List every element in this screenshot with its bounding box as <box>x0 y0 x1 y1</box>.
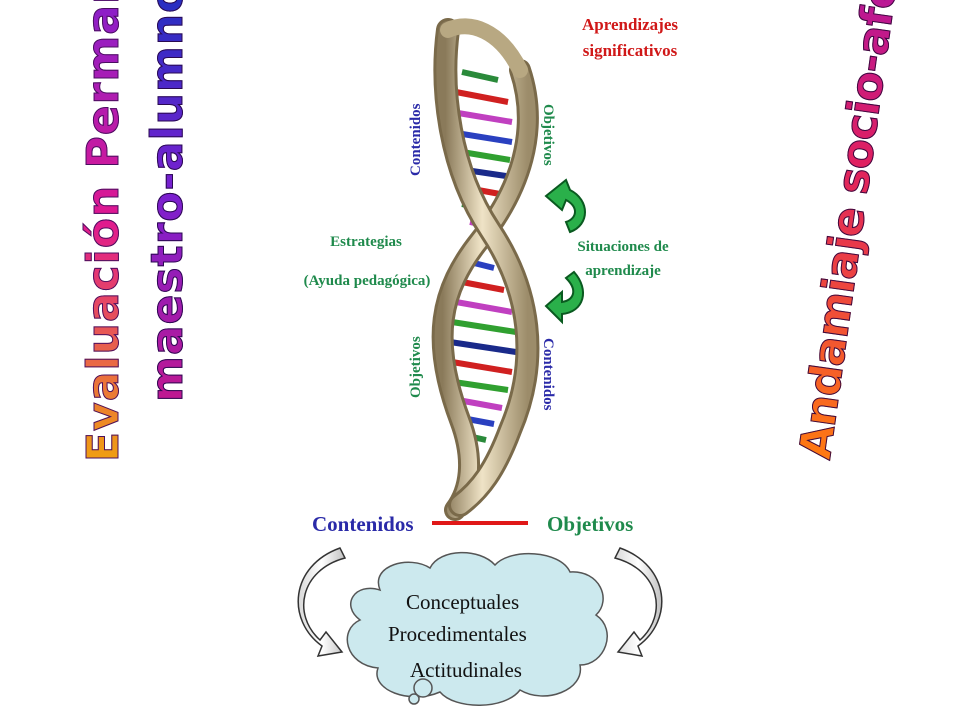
estrategias-subtitle: (Ayuda pedagógica) <box>303 273 431 289</box>
base-pair <box>461 279 505 293</box>
situaciones-line-1: Situaciones de <box>577 239 669 255</box>
base-pair <box>455 299 513 315</box>
label-objetivos-lower: Objetivos <box>408 336 424 398</box>
label-objetivos-upper: Objetivos <box>540 104 556 166</box>
base-pair <box>451 319 517 335</box>
label-contenidos-upper: Contenidos <box>408 103 424 176</box>
curved-arrow-right-icon <box>613 547 663 657</box>
title-line-1: Aprendizajes <box>581 15 678 34</box>
base-pair <box>461 69 499 83</box>
thought-cloud <box>346 551 608 706</box>
label-contenidos-lower: Contenidos <box>540 338 556 411</box>
situaciones-line-2: aprendizaje <box>585 263 661 279</box>
bottom-contenidos: Contenidos <box>312 512 414 536</box>
cloud-bubble <box>413 678 433 698</box>
cloud-shape <box>346 551 608 706</box>
wordart-maestro-text: maestro-alumno <box>142 0 194 403</box>
estrategias-title: Estrategias <box>330 234 402 250</box>
base-pair <box>451 109 513 125</box>
wordart-evaluacion: Evaluación Permanente <box>78 0 130 463</box>
base-pair <box>451 359 513 375</box>
base-pair <box>449 339 517 355</box>
green-arrows <box>544 178 586 325</box>
dna-strand-top <box>440 18 528 78</box>
cloud-bubble <box>408 693 420 705</box>
title-line-2: significativos <box>582 41 678 60</box>
dna-helix <box>431 18 540 521</box>
base-pair <box>453 379 509 393</box>
dna-strand-back-highlight <box>434 62 536 518</box>
cloud-item-conceptuales: Conceptuales <box>406 590 520 614</box>
base-pair <box>455 89 509 105</box>
side-arrows <box>297 547 663 657</box>
wordart-maestro: maestro-alumno <box>142 0 194 403</box>
bottom-objetivos: Objetivos <box>547 512 634 536</box>
title-aprendizajes: Aprendizajes significativos <box>540 12 720 64</box>
dna-strand-front-highlight <box>436 21 537 514</box>
curved-arrow-icon <box>544 178 586 234</box>
cloud-item-procedimentales: Procedimentales <box>388 622 527 646</box>
cloud-item-actitudinales: Actitudinales <box>410 658 522 682</box>
wordart-evaluacion-text: Evaluación Permanente <box>78 0 130 463</box>
situaciones-label: Situaciones de aprendizaje <box>548 235 698 283</box>
base-pair <box>457 397 503 411</box>
curved-arrow-icon <box>544 270 584 325</box>
curved-arrow-left-icon <box>297 547 347 657</box>
